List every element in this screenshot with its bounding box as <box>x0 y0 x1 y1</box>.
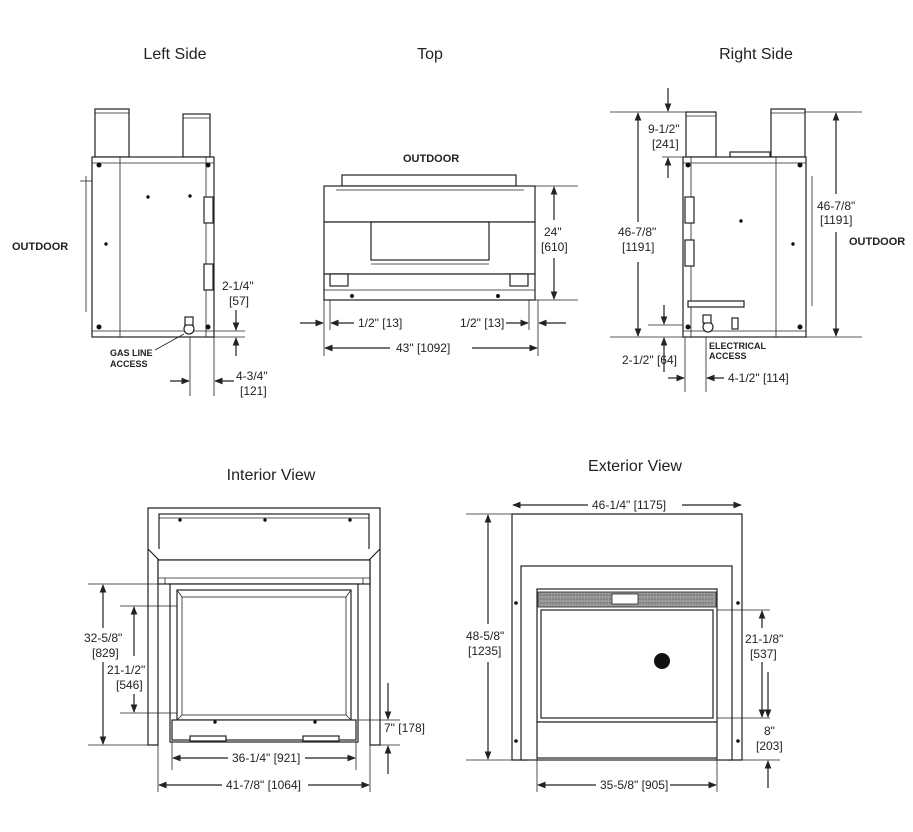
right-height-left-mm: [1191] <box>622 240 654 254</box>
exterior-glass-height: 21-1/8" <box>745 632 783 646</box>
interior-base <box>171 719 357 741</box>
interior-firebox-opening <box>176 589 352 721</box>
exterior-title: Exterior View <box>588 458 682 475</box>
interior-height-b: 21-1/2" <box>107 663 145 677</box>
exterior-base-mm: [203] <box>756 739 783 753</box>
right-side-view: Right Side OUTDOOR ELECTRICAL ACCESS <box>610 46 905 392</box>
exterior-view: Exterior View 46-1/4" [1175] 48-5/8" [12… <box>466 458 783 792</box>
top-depth-mm: [610] <box>541 240 568 254</box>
left-side-vent-right <box>182 113 211 158</box>
right-side-outdoor-label: OUTDOOR <box>849 236 905 248</box>
gas-line-label-1: GAS LINE <box>110 348 153 358</box>
left-side-title: Left Side <box>143 46 206 63</box>
top-title: Top <box>417 46 443 63</box>
right-height-left: 46-7/8" <box>618 225 656 239</box>
top-left-offset: 1/2" [13] <box>358 316 402 330</box>
right-side-vent-right <box>770 108 806 158</box>
electrical-label-2: ACCESS <box>709 351 747 361</box>
right-side-dim: 4-1/2" [114] <box>728 371 789 385</box>
right-side-title: Right Side <box>719 46 793 63</box>
interior-inner-width: 36-1/4" [921] <box>232 751 300 765</box>
interior-lintel <box>157 559 371 585</box>
left-side-vent-left <box>94 108 130 158</box>
left-side-view: Left Side OUTDOOR GAS LINE ACCESS <box>12 46 268 398</box>
interior-view: Interior View 32-5/8" [8 <box>84 467 425 792</box>
left-side-body <box>91 156 215 338</box>
top-base <box>323 273 536 301</box>
interior-bottom: 7" [178] <box>384 721 425 735</box>
exterior-base: 8" <box>764 724 775 738</box>
right-top-dim-mm: [241] <box>652 137 679 151</box>
left-dim-b-mm: [121] <box>240 384 267 398</box>
exterior-glass-height-mm: [537] <box>750 647 777 661</box>
left-dim-a-mm: [57] <box>229 294 249 308</box>
exterior-control-knob <box>654 653 670 669</box>
top-outdoor-label: OUTDOOR <box>403 153 459 165</box>
right-side-body <box>682 156 807 338</box>
left-side-outdoor-label: OUTDOOR <box>12 241 68 253</box>
top-right-offset: 1/2" [13] <box>460 316 504 330</box>
interior-outer-width: 41-7/8" [1064] <box>226 778 301 792</box>
top-depth: 24" <box>544 225 562 239</box>
exterior-height: 48-5/8" <box>466 629 504 643</box>
interior-height-a-mm: [829] <box>92 646 119 660</box>
top-hood <box>323 185 536 223</box>
right-top-dim: 9-1/2" <box>648 122 680 136</box>
exterior-width-top: 46-1/4" [1175] <box>592 498 666 512</box>
exterior-height-mm: [1235] <box>468 644 501 658</box>
right-height-right: 46-7/8" <box>817 199 855 213</box>
left-dim-b: 4-3/4" <box>236 369 268 383</box>
exterior-base-panel <box>536 721 718 759</box>
left-dim-a: 2-1/4" <box>222 279 254 293</box>
interior-title: Interior View <box>227 467 316 484</box>
top-view: Top OUTDOOR 24" [610] 1/2" [13] 1/2" [13… <box>300 46 578 356</box>
interior-height-b-mm: [546] <box>116 678 143 692</box>
exterior-glass <box>540 609 714 719</box>
interior-height-a: 32-5/8" <box>84 631 122 645</box>
exterior-width-bottom: 35-5/8" [905] <box>600 778 668 792</box>
top-outdoor-panel <box>341 174 517 187</box>
electrical-label-1: ELECTRICAL <box>709 341 766 351</box>
right-side-vent-left <box>685 111 717 158</box>
top-width: 43" [1092] <box>396 341 450 355</box>
gas-line-label-2: ACCESS <box>110 359 148 369</box>
right-bottom-dim: 2-1/2" [64] <box>622 353 677 367</box>
right-height-right-mm: [1191] <box>820 213 852 227</box>
